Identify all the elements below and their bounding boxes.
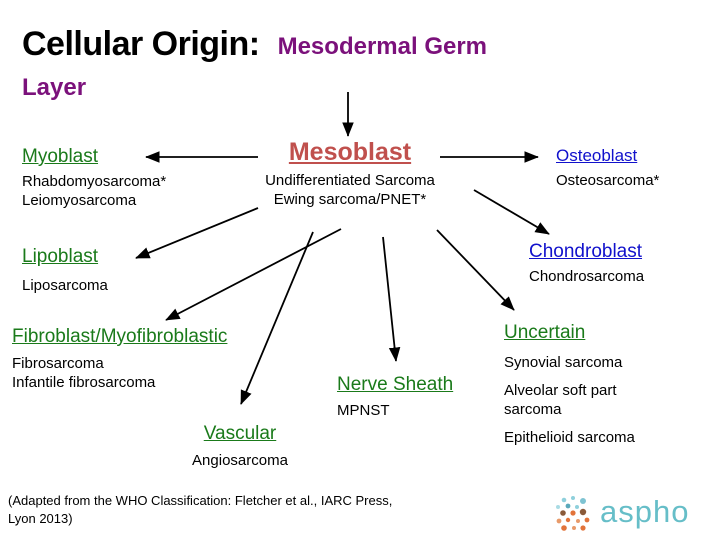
node-nerve-sheath-heading[interactable]: Nerve Sheath [337,374,454,395]
aspho-logo-text: aspho [600,494,690,529]
footer-line-1: (Adapted from the WHO Classification: Fl… [8,493,393,508]
node-uncertain-item: Epithelioid sarcoma [504,429,635,446]
arrow-mesoblast-to-chondroblast [473,189,550,235]
node-myoblast-item: Leiomyosarcoma [22,192,137,209]
node-osteoblast-item: Osteosarcoma* [556,172,660,189]
node-mesoblast-item: Ewing sarcoma/PNET* [273,191,427,208]
node-chondroblast-item: Chondrosarcoma [529,268,645,285]
aspho-logo: aspho [552,492,712,536]
node-osteoblast-heading[interactable]: Osteoblast [556,146,638,165]
node-fibroblast-heading[interactable]: Fibroblast/Myofibroblastic [12,326,228,347]
aspho-dot-cluster-icon [556,496,590,531]
node-chondroblast: Chondroblast Chondrosarcoma [529,240,644,286]
node-nerve-sheath-item: MPNST [337,402,390,419]
title-sub-text-line1: Mesodermal Germ [277,33,488,60]
arrow-mesoblast-to-vascular [240,231,314,405]
arrow-mesoblast-to-fibroblast [165,228,342,321]
node-uncertain-heading[interactable]: Uncertain [504,322,586,343]
arrow-mesoblast-to-uncertain [436,229,515,311]
node-vascular-item: Angiosarcoma [192,452,288,469]
arrow-mesoblast-to-lipoblast [135,207,259,259]
arrow-mesoblast-to-nerve-sheath [382,236,401,362]
node-uncertain: Uncertain Synovial sarcoma Alveolar soft… [504,321,712,447]
title-sub-text-line2: Layer [22,74,87,101]
node-lipoblast-item: Liposarcoma [22,277,108,294]
footer-attribution: (Adapted from the WHO Classification: Fl… [8,492,548,528]
node-vascular-heading[interactable]: Vascular [203,423,277,444]
node-myoblast: Myoblast Rhabdomyosarcoma* Leiomyosarcom… [22,145,166,210]
node-myoblast-item: Rhabdomyosarcoma* [22,173,167,190]
node-lipoblast-heading[interactable]: Lipoblast [22,246,99,267]
node-vascular: Vascular Angiosarcoma [150,422,330,470]
node-fibroblast-item: Fibrosarcoma [12,355,104,372]
node-nerve-sheath: Nerve Sheath MPNST [337,373,453,420]
node-chondroblast-heading[interactable]: Chondroblast [529,241,643,262]
node-mesoblast-item: Undifferentiated Sarcoma [265,172,435,189]
title-main-text: Cellular Origin: [22,25,260,63]
node-uncertain-item: Synovial sarcoma [504,354,623,371]
node-myoblast-heading[interactable]: Myoblast [22,146,99,167]
node-mesoblast-heading[interactable]: Mesoblast [288,138,412,166]
node-osteoblast: Osteoblast Osteosarcoma* [556,145,659,190]
node-mesoblast: Mesoblast Undifferentiated Sarcoma Ewing… [240,138,460,209]
page-title: Cellular Origin: Mesodermal Germ Layer [22,24,702,107]
node-fibroblast-item: Infantile fibrosarcoma [12,374,156,391]
node-lipoblast: Lipoblast Liposarcoma [22,245,108,295]
node-uncertain-item: Alveolar soft part sarcoma [504,382,617,418]
footer-line-2: Lyon 2013) [8,511,73,526]
node-fibroblast: Fibroblast/Myofibroblastic Fibrosarcoma … [12,325,227,392]
